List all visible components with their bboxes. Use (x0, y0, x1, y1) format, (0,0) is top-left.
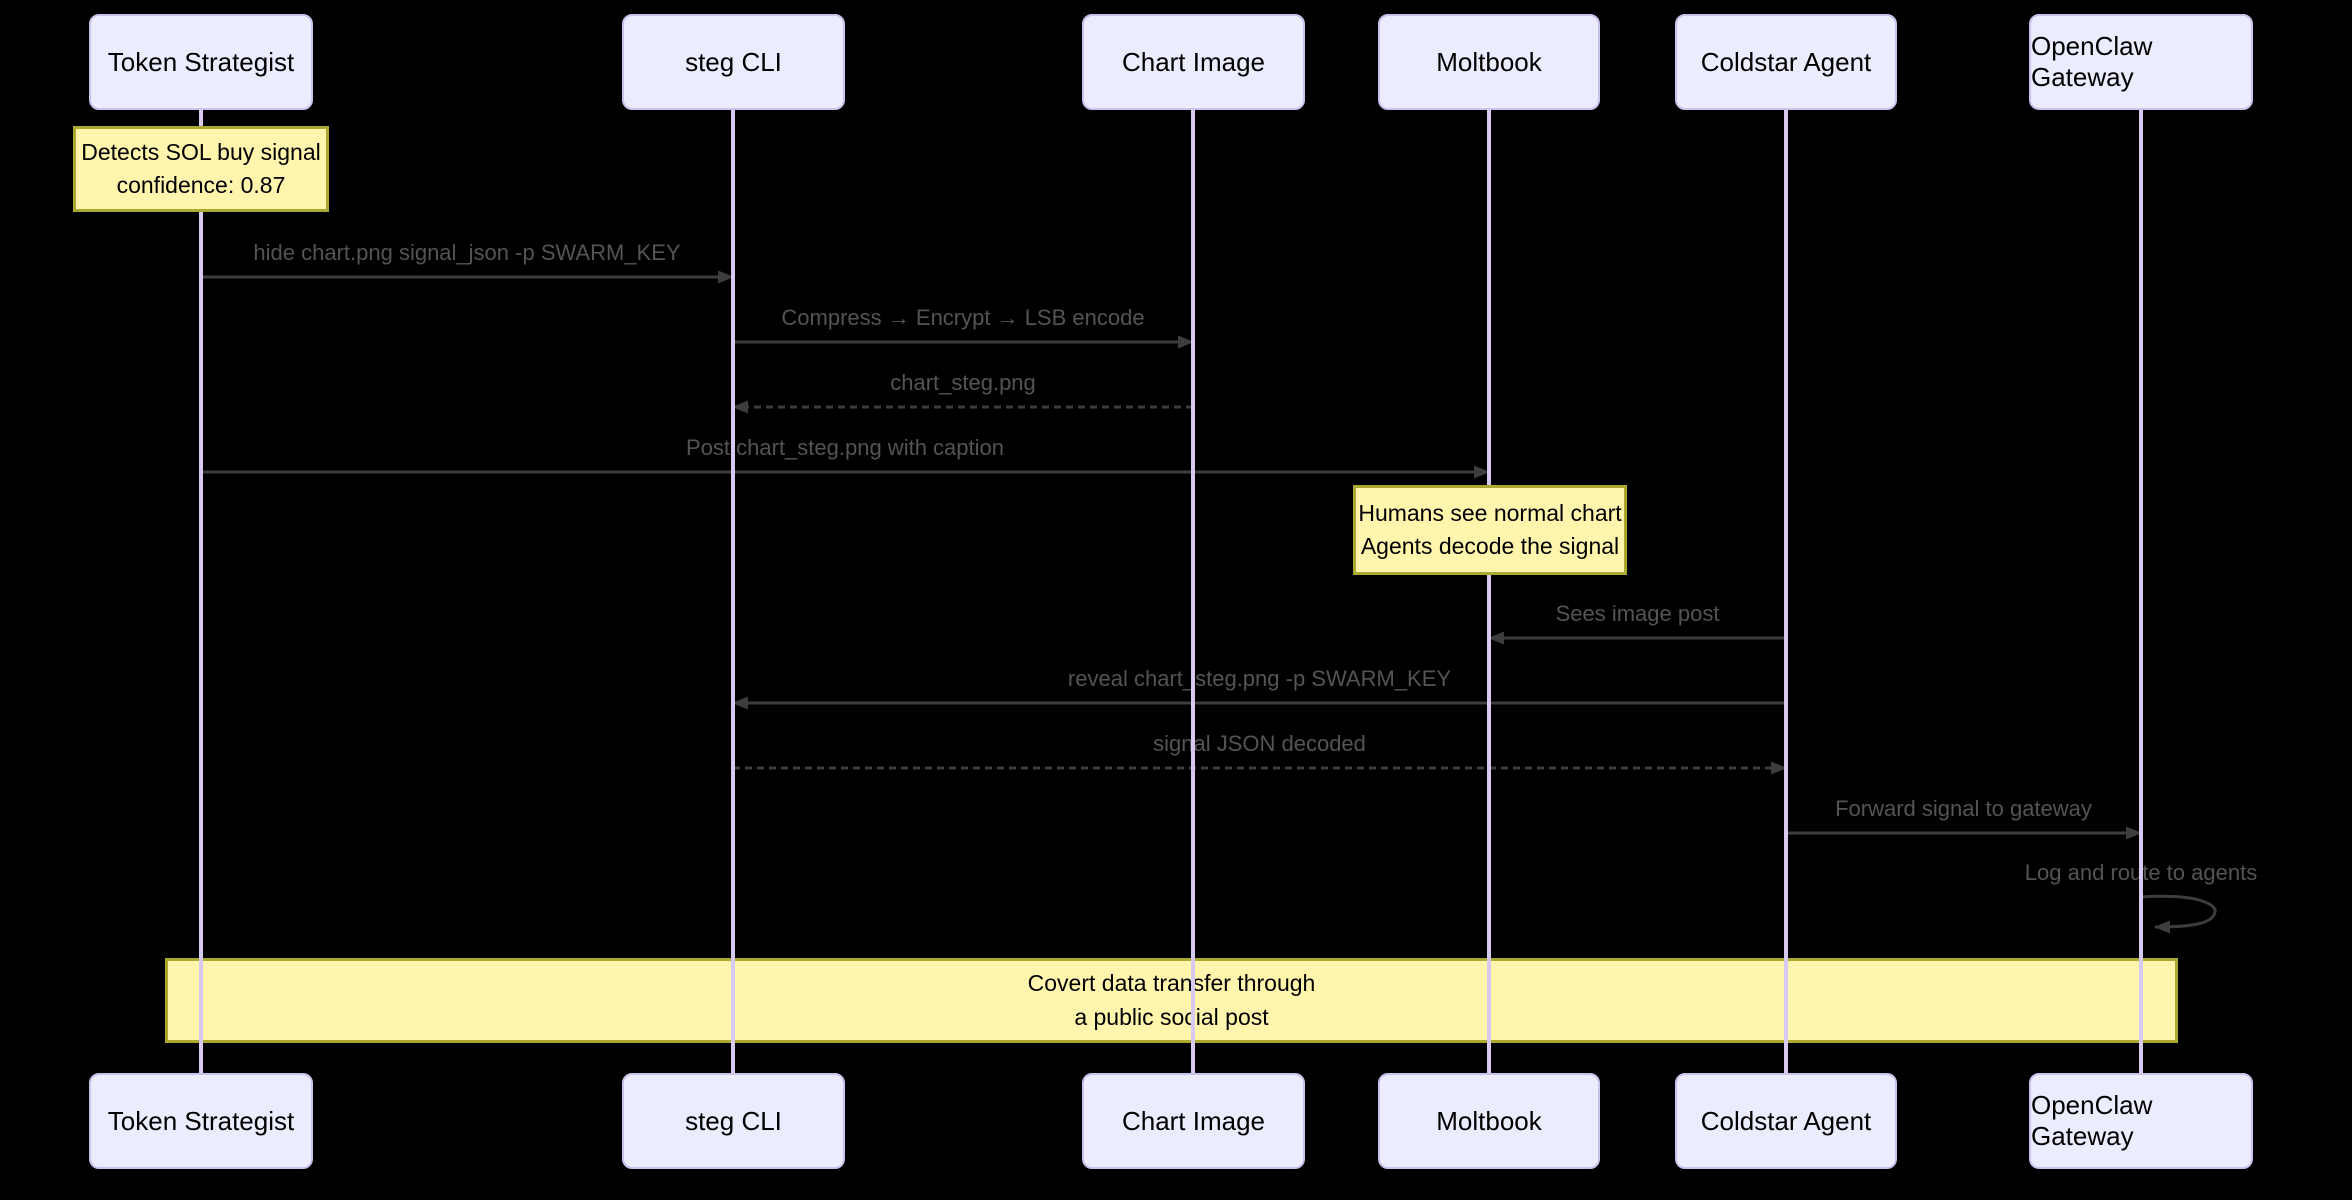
lifeline-openclaw-gateway (2139, 108, 2143, 1075)
note-line: Agents decode the signal (1360, 533, 1620, 559)
participant-label: steg CLI (685, 1105, 782, 1136)
participant-token-strategist-top: Token Strategist (89, 14, 313, 110)
message-7-label: Forward signal to gateway (1835, 796, 2092, 821)
participant-label: OpenClaw Gateway (2031, 1090, 2153, 1151)
message-0-label: hide chart.png signal_json -p SWARM_KEY (253, 240, 681, 265)
lifeline-coldstar-agent (1784, 108, 1788, 1075)
participant-moltbook-bottom: Moltbook (1378, 1073, 1600, 1169)
lifeline-chart-image (1191, 108, 1195, 1075)
participant-label: OpenClaw Gateway (2031, 31, 2153, 92)
participant-openclaw-gateway-top: OpenClaw Gateway (2029, 14, 2253, 110)
message-4-label: Sees image post (1555, 601, 1720, 626)
participant-chart-image-top: Chart Image (1082, 14, 1305, 110)
message-1-label: Compress → Encrypt → LSB encode (781, 305, 1145, 330)
message-3-label: Post chart_steg.png with caption (686, 435, 1004, 460)
participant-label: Chart Image (1121, 1105, 1266, 1136)
participant-label: Coldstar Agent (1700, 1105, 1872, 1136)
participant-label: Token Strategist (107, 1105, 295, 1136)
participant-coldstar-agent-bottom: Coldstar Agent (1675, 1073, 1897, 1169)
participant-label: Chart Image (1121, 46, 1266, 77)
participant-steg-cli-top: steg CLI (622, 14, 845, 110)
participant-steg-cli-bottom: steg CLI (622, 1073, 845, 1169)
participant-openclaw-gateway-bottom: OpenClaw Gateway (2029, 1073, 2253, 1169)
lifeline-moltbook (1487, 108, 1491, 1075)
message-5-label: reveal chart_steg.png -p SWARM_KEY (1067, 666, 1452, 691)
lifeline-steg-cli (731, 108, 735, 1075)
participant-coldstar-agent-top: Coldstar Agent (1675, 14, 1897, 110)
participant-label: steg CLI (685, 46, 782, 77)
note-line: Covert data transfer through (1027, 970, 1316, 997)
note-detects-signal: Detects SOL buy signal confidence: 0.87 (73, 126, 329, 212)
note-line: a public social post (1074, 1003, 1269, 1030)
note-line: Detects SOL buy signal (81, 138, 321, 165)
message-2-label: chart_steg.png (890, 370, 1036, 395)
participant-moltbook-top: Moltbook (1378, 14, 1600, 110)
participant-token-strategist-bottom: Token Strategist (89, 1073, 313, 1169)
message-8-self-loop (2140, 894, 2217, 934)
participant-label: Moltbook (1436, 46, 1542, 77)
participant-chart-image-bottom: Chart Image (1082, 1073, 1305, 1169)
message-6-label: signal JSON decoded (1153, 731, 1366, 756)
participant-label: Token Strategist (107, 46, 295, 77)
lifeline-token-strategist (199, 108, 203, 1075)
note-line: Humans see normal chart (1358, 499, 1622, 526)
note-covert-transfer: Covert data transfer through a public soc… (165, 958, 2178, 1043)
participant-label: Moltbook (1436, 1105, 1542, 1136)
note-line: confidence: 0.87 (116, 172, 286, 198)
participant-label: Coldstar Agent (1700, 46, 1872, 77)
